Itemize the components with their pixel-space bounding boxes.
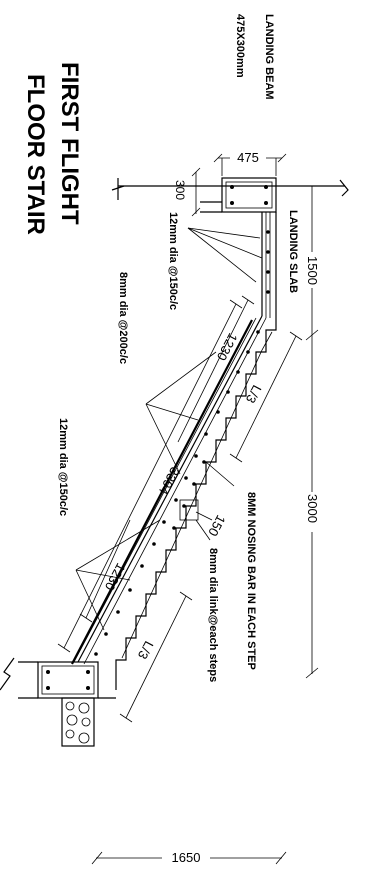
dim-beam-depth-text: 300: [173, 180, 187, 200]
dim-total-length: 3000: [304, 340, 320, 679]
dim-diagonal-text: 3394: [156, 465, 183, 498]
link-label: 8mm dia link@each steps: [207, 548, 219, 682]
dim-landing-length: 1500: [304, 186, 320, 341]
dim-l-third-bottom-text: L/3: [135, 639, 157, 662]
dim-seg-top-text: 1230: [214, 331, 241, 364]
dim-total-length-text: 3000: [305, 494, 320, 523]
landing-beam-label: LANDING BEAM: [263, 14, 275, 100]
landing-slab-label: LANDING SLAB: [287, 210, 299, 293]
landing-beam-size: 475X300mm: [234, 14, 246, 78]
dim-landing-length-text: 1500: [305, 256, 320, 285]
nosing-bar-label: 8MM NOSING BAR IN EACH STEP: [245, 492, 257, 670]
stair-body: [71, 212, 277, 690]
title-line1: FIRST FLIGHT: [56, 62, 83, 225]
dim-beam-depth: 300: [173, 167, 201, 217]
dim-waist: 150: [195, 511, 229, 539]
dim-l-third-bottom: L/3: [119, 591, 193, 723]
landing-beam: [111, 177, 349, 213]
dim-bottom-width: 1650: [91, 850, 287, 865]
title-line2: FLOOR STAIR: [22, 74, 49, 235]
bar-8-200-label: 8mm dia @200c/c: [117, 272, 129, 364]
bar-12-top-label: 12mm dia @150c/c: [167, 212, 179, 310]
dim-seg-top: 1230: [177, 295, 255, 443]
dim-seg-bottom-text: 1230: [102, 561, 129, 594]
dim-bottom-width-text: 1650: [172, 850, 201, 865]
dim-beam-width-text: 475: [237, 150, 259, 165]
bottom-beam: [0, 657, 116, 747]
bar-12-bottom-label: 12mm dia @150c/c: [57, 418, 69, 516]
dim-seg-bottom: 1230: [79, 519, 131, 623]
rebar-dots: [94, 230, 270, 656]
leader-lines: [75, 227, 263, 631]
dim-beam-width: 475: [213, 150, 287, 176]
dim-l-third-top-text: L/3: [243, 383, 265, 406]
dim-l-third-top: L/3: [229, 331, 303, 463]
dim-waist-text: 150: [205, 513, 228, 539]
